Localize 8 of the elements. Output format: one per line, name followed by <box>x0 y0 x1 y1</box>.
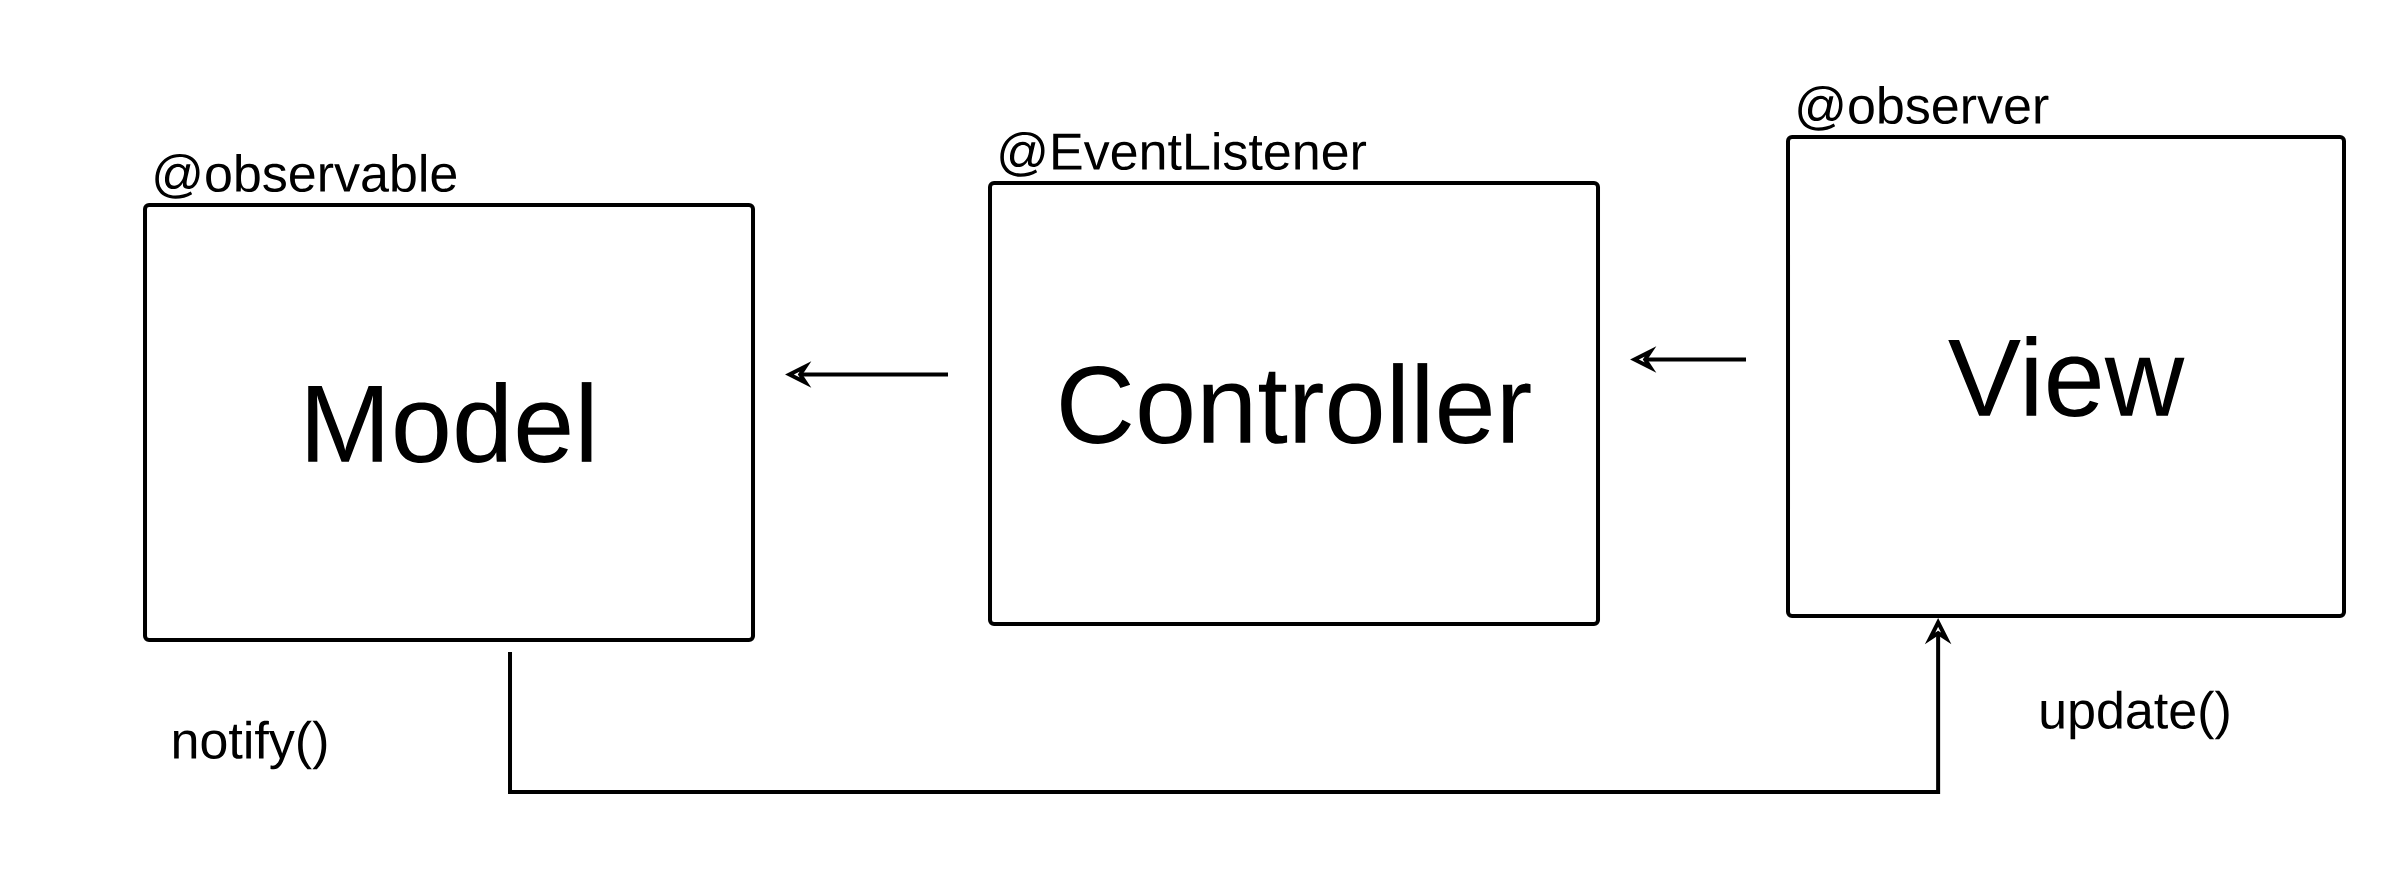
stereotype-label: @EventListener <box>1000 131 1367 177</box>
class-box: Model <box>143 203 755 642</box>
class-box: Controller <box>988 181 1600 626</box>
class-box: View <box>1786 135 2346 618</box>
stereotype-label: @observer <box>1798 85 2049 131</box>
method-label: update() <box>2041 690 2229 740</box>
stereotype-label: @observable <box>155 153 456 199</box>
method-label: notify() <box>174 720 327 770</box>
